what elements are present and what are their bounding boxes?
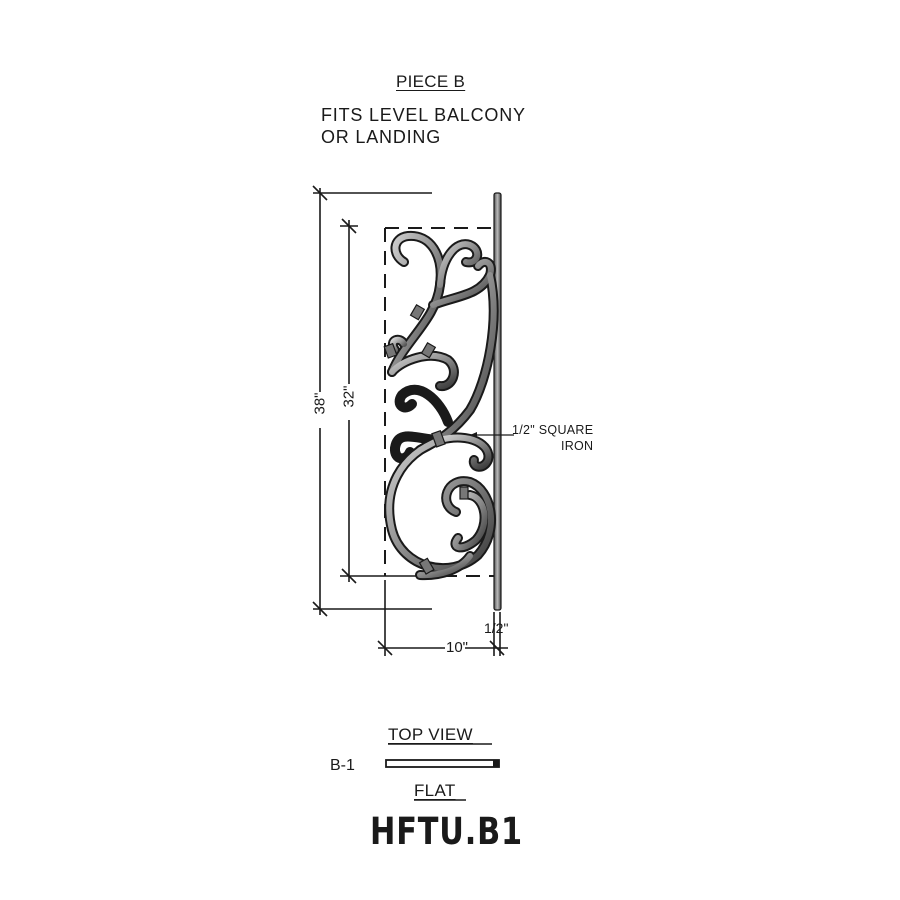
top-view-label: B-1 [330, 757, 355, 774]
dimension-32in [340, 218, 420, 584]
top-view-title: TOP VIEW [388, 725, 473, 744]
label-32in: 32" [340, 385, 358, 408]
dimension-38in [312, 185, 432, 617]
material-callout: 1/2" SQUARE IRON [512, 422, 593, 454]
description-line-1: FITS LEVEL BALCONY [321, 105, 526, 125]
collars [383, 303, 469, 575]
top-view-caption: FLAT [414, 781, 456, 800]
label-bar-thickness: 1/2" [484, 620, 509, 636]
description-line-2: OR LANDING [321, 127, 442, 147]
dimension-width [377, 580, 508, 656]
vertical-post [493, 192, 502, 611]
label-38in: 38" [311, 392, 329, 415]
piece-description: FITS LEVEL BALCONY OR LANDING [321, 104, 526, 148]
top-view-bar [385, 759, 500, 768]
product-code: HFTU.B1 [370, 810, 523, 853]
callout-line-1: 1/2" SQUARE [512, 423, 594, 437]
scrollwork [383, 230, 499, 581]
callout-line-2: IRON [560, 439, 594, 453]
label-width: 10" [446, 639, 469, 656]
piece-title: PIECE B [396, 72, 466, 91]
